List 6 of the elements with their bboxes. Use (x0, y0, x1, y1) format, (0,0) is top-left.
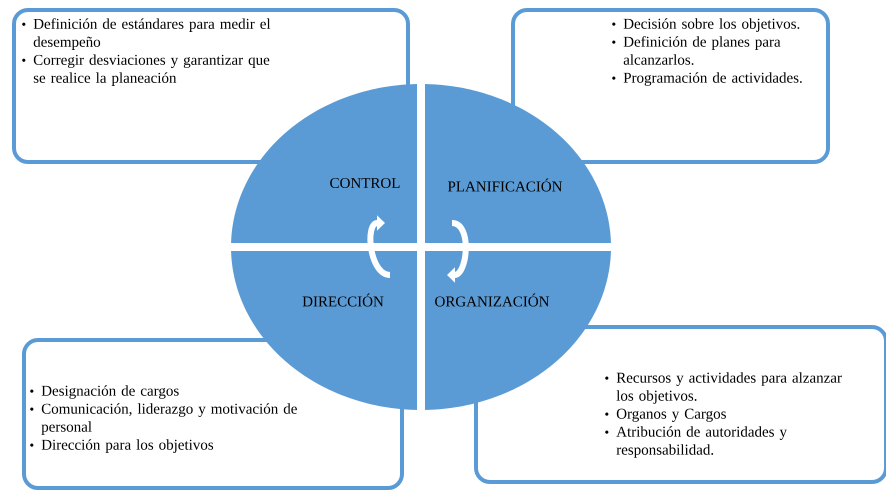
circular-arrow (447, 220, 469, 283)
quadrant: PLANIFICACIÓN (425, 84, 611, 243)
text-box: Decisión sobre los objetivos. Definición de planes para alcanzarlos. Programación de actividades. (511, 8, 830, 164)
text-box: Recursos y actividades para alzanzar los objetivos. Organos y Cargos Atribución de autoridades y responsabilidad. (474, 325, 886, 484)
quadrant: ORGANIZACIÓN (425, 251, 611, 410)
quadrant: CONTROL (231, 84, 417, 243)
